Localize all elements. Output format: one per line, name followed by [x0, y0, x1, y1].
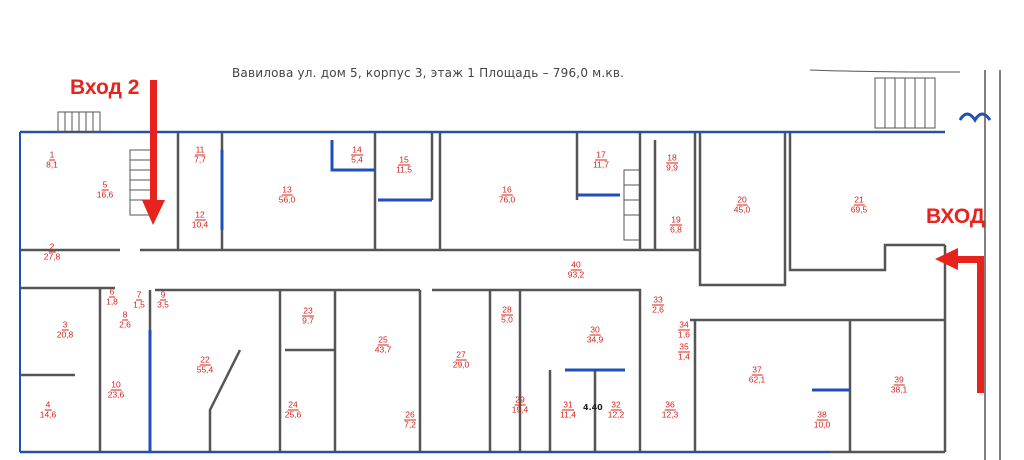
- room-area: 7,7: [194, 154, 206, 165]
- room-area: 16,6: [96, 189, 114, 200]
- room-area: 2,6: [652, 304, 664, 315]
- entrance-arrow-shaft: [977, 258, 984, 393]
- entrance-main-label: ВХОД: [926, 205, 985, 228]
- room-area: 56,0: [278, 194, 296, 205]
- room-area: 23,6: [107, 389, 125, 400]
- entrance-arrow-head: [935, 248, 958, 270]
- room-area: 1,5: [133, 299, 145, 310]
- room-area: 8,1: [46, 159, 58, 170]
- entrance-2-label: Вход 2: [70, 76, 140, 99]
- room-area: 1,4: [678, 351, 690, 362]
- plan-title: Вавилова ул. дом 5, корпус 3, этаж 1 Пло…: [232, 66, 625, 80]
- room-area: 9,7: [302, 315, 314, 326]
- entrance-2-arrow-head: [142, 200, 165, 225]
- room-area: 11,4: [560, 409, 576, 420]
- room-area: 12,2: [607, 409, 625, 420]
- room-area: 7,2: [404, 419, 416, 430]
- stairs-mid: [623, 169, 641, 241]
- room-area: 20,8: [56, 329, 74, 340]
- room-area: 38,1: [890, 384, 908, 395]
- stairs-right: [809, 69, 961, 129]
- room-area: 1,6: [678, 329, 690, 340]
- room-area: 29,0: [452, 359, 470, 370]
- room-area: 11,7: [593, 159, 609, 170]
- entrance-arrow-bar: [955, 256, 984, 263]
- room-area: 76,0: [498, 194, 516, 205]
- room-area: 11,5: [396, 164, 412, 175]
- stairs-left: [57, 111, 101, 133]
- room-area: 9,9: [666, 162, 678, 173]
- room-area: 10,0: [813, 419, 831, 430]
- dimension-label: 4.40: [583, 403, 603, 412]
- room-area: 1,8: [106, 296, 118, 307]
- entrance-arrows: [142, 80, 984, 393]
- room-area: 62,1: [748, 374, 766, 385]
- room-area: 34,9: [586, 334, 604, 345]
- room-area: 10,4: [191, 219, 209, 230]
- room-area: 14,6: [39, 409, 57, 420]
- room-area: 5,0: [501, 314, 513, 325]
- room-area: 19,4: [511, 404, 529, 415]
- room-area: 69,5: [850, 204, 868, 215]
- room-area: 55,4: [196, 364, 214, 375]
- room-area: 5,4: [351, 154, 363, 165]
- room-area: 93,2: [567, 269, 585, 280]
- room-area: 12,3: [661, 409, 679, 420]
- room-area: 2,6: [119, 319, 131, 330]
- room-area: 6,8: [670, 224, 682, 235]
- room-area: 43,7: [374, 344, 392, 355]
- entrance-2-arrow-shaft: [150, 80, 157, 205]
- room-area: 3,5: [157, 299, 169, 310]
- room-area: 27,8: [43, 251, 61, 262]
- room-area: 45,0: [733, 204, 751, 215]
- room-area: 25,6: [284, 409, 302, 420]
